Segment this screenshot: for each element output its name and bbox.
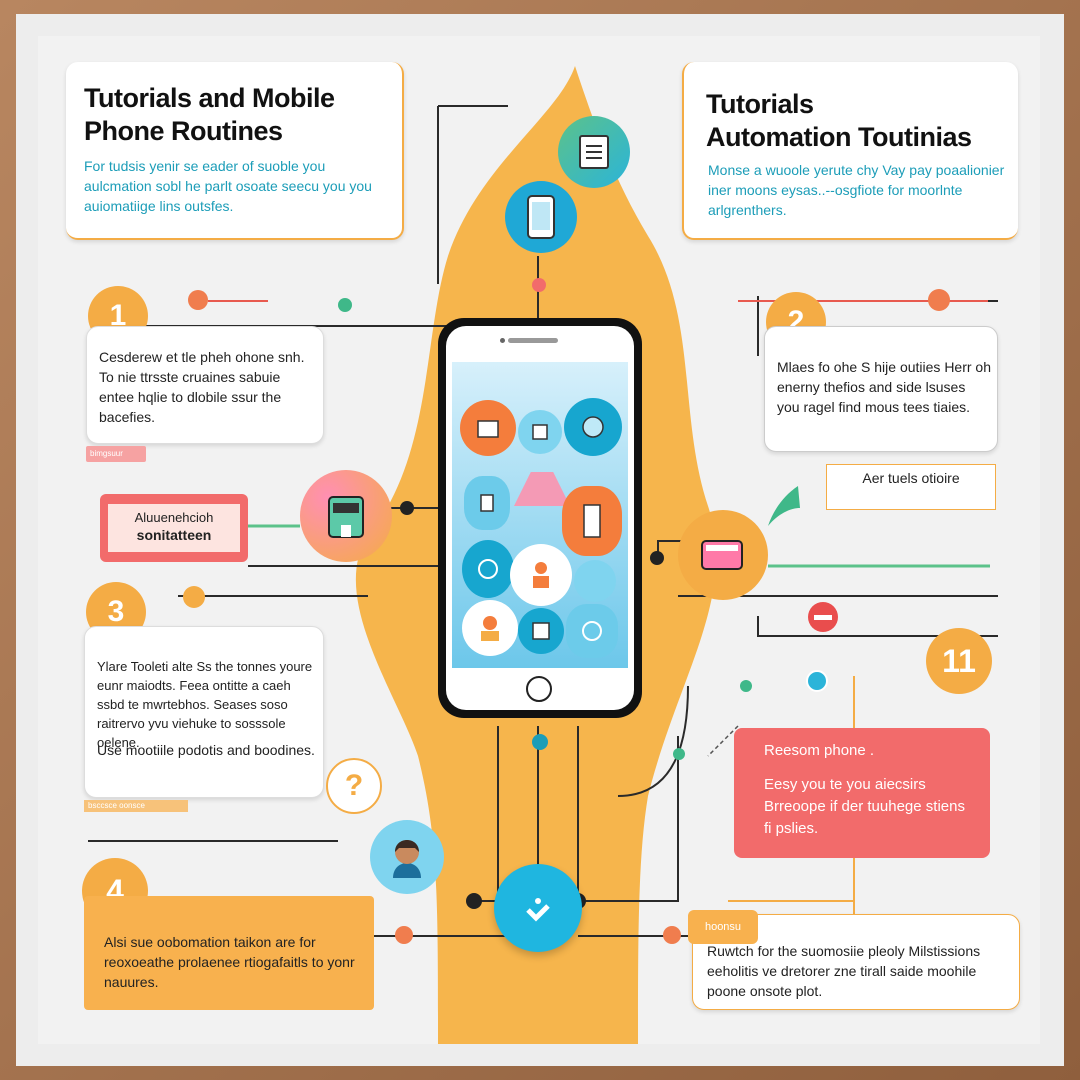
connector-dot	[673, 748, 685, 760]
automation-label-line2: sonitatteen	[136, 527, 212, 543]
app-icon[interactable]	[518, 608, 564, 654]
step-1-text: Cesderew et tle pheh ohone snh. To nie t…	[99, 349, 305, 425]
connector-dot	[806, 670, 828, 692]
infographic-poster: Tutorials and Mobile Phone Routines For …	[38, 36, 1040, 1044]
step-4-text: Alsi sue oobomation taikon are for reoxo…	[104, 934, 355, 990]
step-1-tag: bimgsuur	[86, 446, 146, 462]
bottom-right-badge: hoonsu	[688, 910, 758, 944]
app-icon[interactable]	[562, 486, 622, 556]
phone-icon	[505, 181, 577, 253]
app-icon[interactable]	[464, 476, 510, 530]
connector-dot	[928, 289, 950, 311]
connector-dot	[400, 501, 414, 515]
check-icon[interactable]	[494, 864, 582, 952]
right-tag-label: Aer tuels otioire	[826, 464, 996, 510]
reason-card: Reesom phone . Eesy you te you aiecsirs …	[734, 728, 990, 858]
connector-dot	[650, 551, 664, 565]
robot-icon	[300, 470, 392, 562]
battery-icon	[678, 510, 768, 600]
intro-body: For tudsis yenir se eader of suoble you …	[84, 158, 372, 214]
automation-label-line1: Aluuenehcioh	[134, 510, 214, 525]
right-tag-text: Aer tuels otioire	[862, 470, 960, 486]
app-icon[interactable]	[462, 600, 518, 656]
intro-card-right: Tutorials Automation Toutinias Monse a w…	[682, 62, 1018, 240]
connector-dot	[740, 680, 752, 692]
connector-dot	[395, 926, 413, 944]
connector-dot	[532, 734, 548, 750]
connector-dot	[663, 926, 681, 944]
automation-label: Aluuenehcioh sonitatteen	[100, 494, 248, 562]
smartphone	[438, 318, 642, 718]
intro-title: Tutorials and Mobile Phone Routines	[84, 83, 335, 146]
app-icon[interactable]	[460, 400, 516, 456]
document-icon	[558, 116, 630, 188]
app-icon[interactable]	[564, 398, 622, 456]
app-icon[interactable]	[510, 544, 572, 606]
help-icon[interactable]: ?	[326, 758, 382, 814]
intro-title-right-2: Automation Toutinias	[706, 122, 972, 152]
step-2-card: Mlaes fo ohe S hije outiies Herr oh ener…	[764, 326, 998, 452]
intro-body-right: Monse a wuoole yerute chy Vay pay poaali…	[708, 162, 1005, 218]
connector-dot	[183, 586, 205, 608]
bottom-right-text: Ruwtch for the suomosiie pleoly Milstiss…	[707, 943, 981, 999]
connector-dot	[532, 278, 546, 292]
intro-title-right-1: Tutorials	[706, 89, 814, 119]
app-icon[interactable]	[462, 540, 514, 598]
step-3-tag: bsccsce oonsce	[84, 800, 188, 812]
app-icon[interactable]	[574, 560, 616, 602]
step-3-card: Ylare Tooleti alte Ss the tonnes youre e…	[84, 626, 324, 798]
person-avatar	[370, 820, 444, 894]
connector-dot	[338, 298, 352, 312]
bottom-right-badge-text: hoonsu	[704, 921, 742, 933]
reason-title: Reesom phone .	[764, 742, 875, 759]
step-2-text: Mlaes fo ohe S hije outiies Herr oh ener…	[777, 359, 991, 415]
connector-dot	[466, 893, 482, 909]
home-button[interactable]	[526, 676, 552, 702]
step-3-text-2: Use mootiile podotis and boodines.	[97, 742, 315, 758]
app-icon[interactable]	[566, 604, 618, 658]
connector-dot	[188, 290, 208, 310]
step-3-text: Ylare Tooleti alte Ss the tonnes youre e…	[97, 659, 313, 750]
step-1-card: Cesderew et tle pheh ohone snh. To nie t…	[86, 326, 324, 444]
question-mark: ?	[344, 769, 364, 802]
app-icon[interactable]	[518, 410, 562, 454]
reason-body: Eesy you te you aiecsirs Brreoope if der…	[764, 776, 965, 837]
step-11-badge: 11	[926, 628, 992, 694]
intro-card-left: Tutorials and Mobile Phone Routines For …	[66, 62, 404, 240]
step-4-card: Alsi sue oobomation taikon are for reoxo…	[84, 896, 374, 1010]
no-entry-icon	[808, 602, 838, 632]
